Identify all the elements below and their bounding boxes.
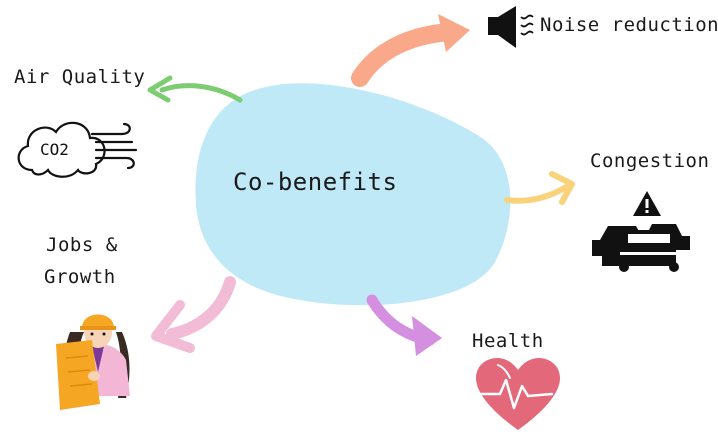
- air-arrow: [147, 75, 243, 103]
- heart-pulse-icon: [476, 358, 560, 430]
- jobs-label-line2: Growth: [44, 266, 116, 288]
- center-label: Co-benefits: [233, 168, 398, 196]
- air-quality-label: Air Quality: [14, 66, 146, 88]
- noise-label: Noise reduction: [540, 14, 718, 36]
- cars-warning-icon: [592, 191, 690, 272]
- speaker-muted-icon: [488, 6, 534, 48]
- congestion-label: Congestion: [590, 150, 710, 172]
- noise-arrow: [351, 14, 470, 87]
- jobs-label-line1: Jobs &: [46, 234, 118, 256]
- health-arrow: [366, 294, 442, 356]
- construction-worker-icon: [56, 314, 130, 410]
- co2-label: CO2: [40, 140, 69, 159]
- health-label: Health: [472, 330, 544, 352]
- center-blob: [195, 83, 511, 306]
- co2-cloud-icon: CO2: [17, 121, 138, 178]
- jobs-arrow: [151, 276, 236, 353]
- congestion-arrow: [504, 171, 575, 205]
